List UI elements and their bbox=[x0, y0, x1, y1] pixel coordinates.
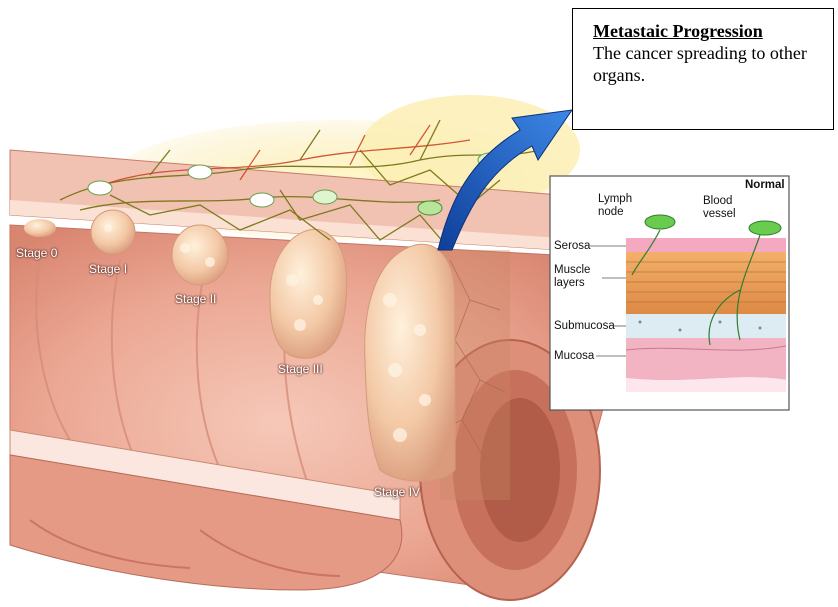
callout-title: Metastaic Progression bbox=[593, 21, 823, 42]
label-stage-3: Stage III bbox=[278, 363, 323, 376]
tumor-stage-2 bbox=[172, 225, 228, 285]
inset-header: Normal bbox=[745, 179, 785, 192]
inset-blood-vessel-label: Blood vessel bbox=[703, 195, 747, 221]
inset-serosa-label: Serosa bbox=[554, 240, 590, 253]
tumor-stage-4 bbox=[365, 244, 455, 481]
inset-lymph-node-label: Lymph node bbox=[598, 193, 638, 219]
inset-muscle-label: Muscle layers bbox=[554, 264, 600, 290]
label-stage-4: Stage IV bbox=[374, 486, 420, 499]
metastasis-callout: Metastaic Progression The cancer spreadi… bbox=[572, 8, 834, 130]
colon-illustration bbox=[10, 95, 608, 600]
tumor-stage-1 bbox=[91, 210, 135, 254]
inset-blood-vessel bbox=[749, 221, 781, 235]
inset-submucosa-label: Submucosa bbox=[554, 320, 615, 333]
inset-lymph-node bbox=[645, 215, 675, 229]
label-stage-0: Stage 0 bbox=[16, 247, 57, 260]
label-stage-2: Stage II bbox=[175, 293, 216, 306]
label-stage-1: Stage I bbox=[89, 263, 127, 276]
inset-mucosa-label: Mucosa bbox=[554, 350, 594, 363]
normal-wall-inset bbox=[550, 176, 789, 410]
tumor-stage-0 bbox=[24, 219, 56, 237]
callout-body: The cancer spreading to other organs. bbox=[593, 42, 831, 86]
